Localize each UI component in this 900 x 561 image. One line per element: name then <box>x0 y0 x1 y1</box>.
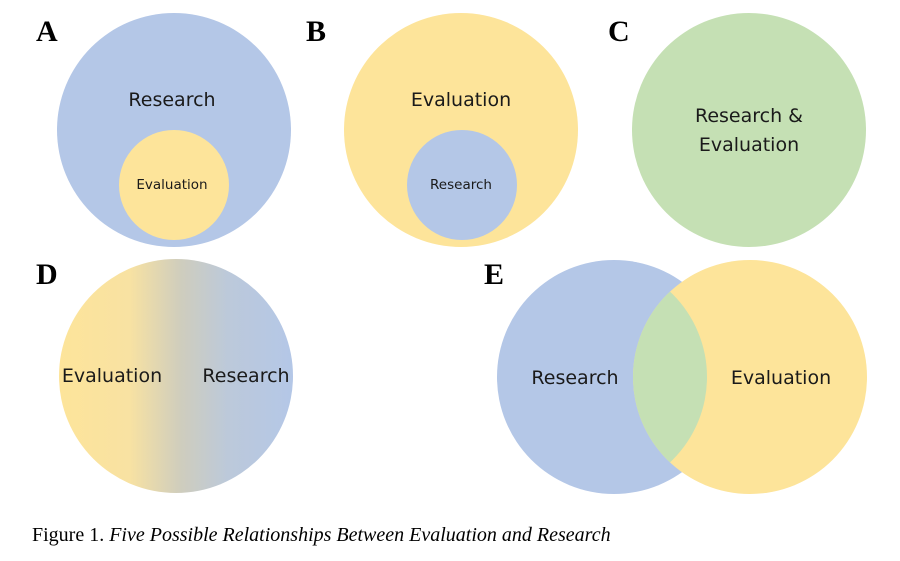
panel-a-outer-label: Research <box>128 89 215 111</box>
panel-e-right-label: Evaluation <box>731 367 831 389</box>
panel-c-label-line1: Research & <box>695 105 803 127</box>
caption-prefix: Figure 1. <box>32 524 105 546</box>
panel-e: E Research Evaluation <box>484 258 867 494</box>
panel-b-evaluation-circle <box>344 13 578 247</box>
panel-e-letter: E <box>484 258 504 291</box>
panel-d-right-label: Research <box>202 365 289 387</box>
panel-c-label-line2: Evaluation <box>699 134 799 156</box>
panel-a: A Research Evaluation <box>36 13 291 247</box>
panel-d-left-label: Evaluation <box>62 365 162 387</box>
panel-e-evaluation-circle <box>633 260 867 494</box>
caption-title: Five Possible Relationships Between Eval… <box>109 524 611 546</box>
panel-c: C Research & Evaluation <box>608 13 866 247</box>
panel-c-letter: C <box>608 15 630 48</box>
panel-b-outer-label: Evaluation <box>411 89 511 111</box>
panel-b-letter: B <box>306 15 326 48</box>
panel-d: D Evaluation Research <box>36 258 293 493</box>
panel-b: B Evaluation Research <box>306 13 578 247</box>
panel-c-combined-circle <box>632 13 866 247</box>
panel-b-inner-label: Research <box>430 177 492 193</box>
panel-e-left-label: Research <box>531 367 618 389</box>
panel-d-letter: D <box>36 258 58 291</box>
panel-a-evaluation-circle <box>119 130 229 240</box>
panel-b-research-circle <box>407 130 517 240</box>
panel-d-gradient-circle <box>59 259 293 493</box>
panel-a-inner-label: Evaluation <box>136 177 207 193</box>
figure-caption: Figure 1. Five Possible Relationships Be… <box>32 524 611 547</box>
panel-a-letter: A <box>36 15 58 48</box>
